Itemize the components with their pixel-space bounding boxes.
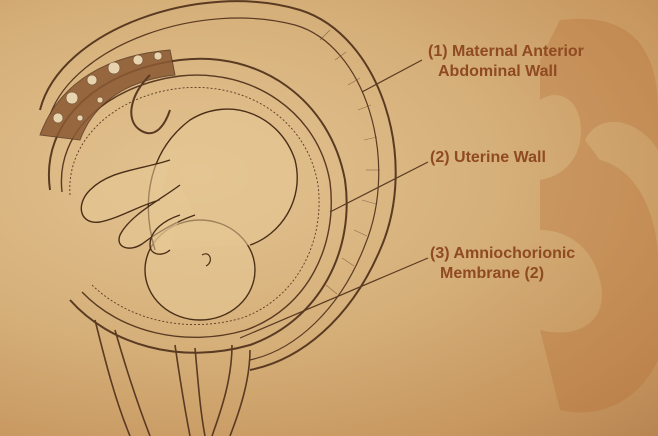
label-amniochorionic-membrane: (3) Amniochorionic Membrane (2) <box>430 244 575 284</box>
label-2-number: (2) <box>430 149 450 166</box>
label-2-text-line1: Uterine Wall <box>454 149 546 166</box>
label-1-text-line1: Maternal Anterior <box>452 43 584 60</box>
leader-line-3 <box>240 258 428 338</box>
label-3-text-line2: Membrane (2) <box>430 264 575 284</box>
label-1-text-line2: Abdominal Wall <box>428 62 584 82</box>
fetus <box>81 109 297 320</box>
leader-line-1 <box>362 60 422 92</box>
label-3-text-line1: Amniochorionic <box>453 245 575 262</box>
label-3-number: (3) <box>430 245 450 262</box>
cervix-and-vagina <box>95 320 250 436</box>
label-1-number: (1) <box>428 43 448 60</box>
label-maternal-anterior-abdominal-wall: (1) Maternal Anterior Abdominal Wall <box>428 42 584 82</box>
label-uterine-wall: (2) Uterine Wall <box>430 148 546 168</box>
